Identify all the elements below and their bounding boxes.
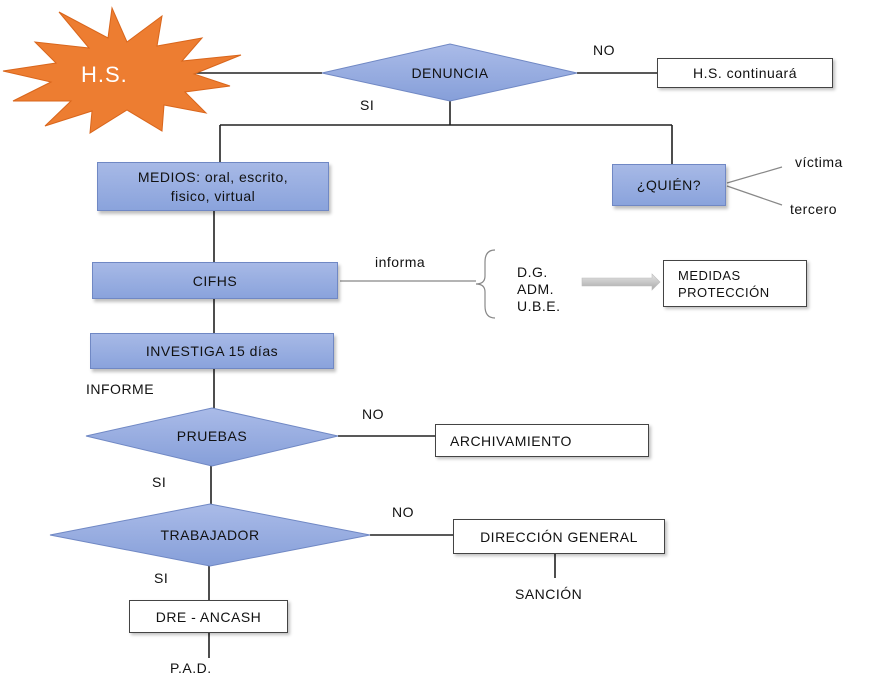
connector-quien-tercero	[726, 185, 783, 206]
decision-trabajador-label: TRABAJADOR	[160, 527, 260, 543]
arrow-to-medidas	[581, 273, 661, 291]
edge-label-pruebas-no: NO	[362, 406, 384, 422]
hs-starburst-shape	[2, 6, 242, 134]
box-hs-continuara-label: H.S. continuará	[693, 65, 797, 81]
box-archivamiento: ARCHIVAMIENTO	[435, 424, 649, 457]
edge-label-trabajador-no: NO	[392, 504, 414, 520]
box-dre-ancash-label: DRE - ANCASH	[155, 608, 262, 625]
box-dre-ancash: DRE - ANCASH	[129, 600, 288, 633]
label-informe: INFORME	[86, 381, 155, 397]
box-medidas-line2: PROTECCIÓN	[678, 284, 770, 300]
brace-recipients	[475, 249, 496, 319]
label-ube: U.B.E.	[517, 298, 561, 314]
label-tercero: tercero	[790, 201, 838, 217]
label-sancion: SANCIÓN	[515, 586, 583, 602]
decision-trabajador-shape	[49, 503, 371, 567]
label-informa: informa	[375, 254, 426, 270]
box-direccion-general-label: DIRECCIÓN GENERAL	[480, 528, 638, 545]
box-investiga: INVESTIGA 15 días	[90, 333, 334, 369]
box-investiga-label: INVESTIGA 15 días	[145, 343, 279, 359]
box-medidas-line1: MEDIDAS	[678, 267, 741, 283]
box-medios-line2: fisico, virtual	[170, 187, 256, 204]
edge-label-trabajador-si: SI	[154, 570, 169, 586]
box-quien: ¿QUIÉN?	[612, 164, 726, 206]
box-hs-continuara: H.S. continuará	[657, 58, 833, 88]
edge-label-pruebas-si: SI	[152, 474, 167, 490]
label-victima: víctima	[795, 154, 843, 170]
decision-pruebas-shape	[85, 407, 339, 467]
box-medios-line1: MEDIOS: oral, escrito,	[137, 168, 289, 185]
box-direccion-general: DIRECCIÓN GENERAL	[453, 519, 665, 554]
box-quien-label: ¿QUIÉN?	[636, 177, 702, 193]
label-adm: ADM.	[517, 281, 554, 297]
decision-denuncia-shape	[321, 43, 578, 102]
box-medios: MEDIOS: oral, escrito, fisico, virtual	[97, 162, 329, 211]
box-medidas-proteccion: MEDIDAS PROTECCIÓN	[663, 260, 807, 307]
decision-denuncia-label: DENUNCIA	[411, 65, 489, 81]
box-cifhs: CIFHS	[92, 262, 338, 299]
edge-label-denuncia-no: NO	[593, 42, 615, 58]
decision-pruebas-label: PRUEBAS	[176, 428, 248, 444]
box-archivamiento-label: ARCHIVAMIENTO	[450, 432, 572, 449]
hs-starburst-label: H.S.	[81, 62, 128, 87]
connector-quien-victima	[726, 166, 783, 184]
edge-label-denuncia-si: SI	[360, 97, 375, 113]
box-cifhs-label: CIFHS	[192, 272, 238, 289]
label-dg: D.G.	[517, 264, 548, 280]
label-pad: P.A.D.	[170, 660, 212, 676]
